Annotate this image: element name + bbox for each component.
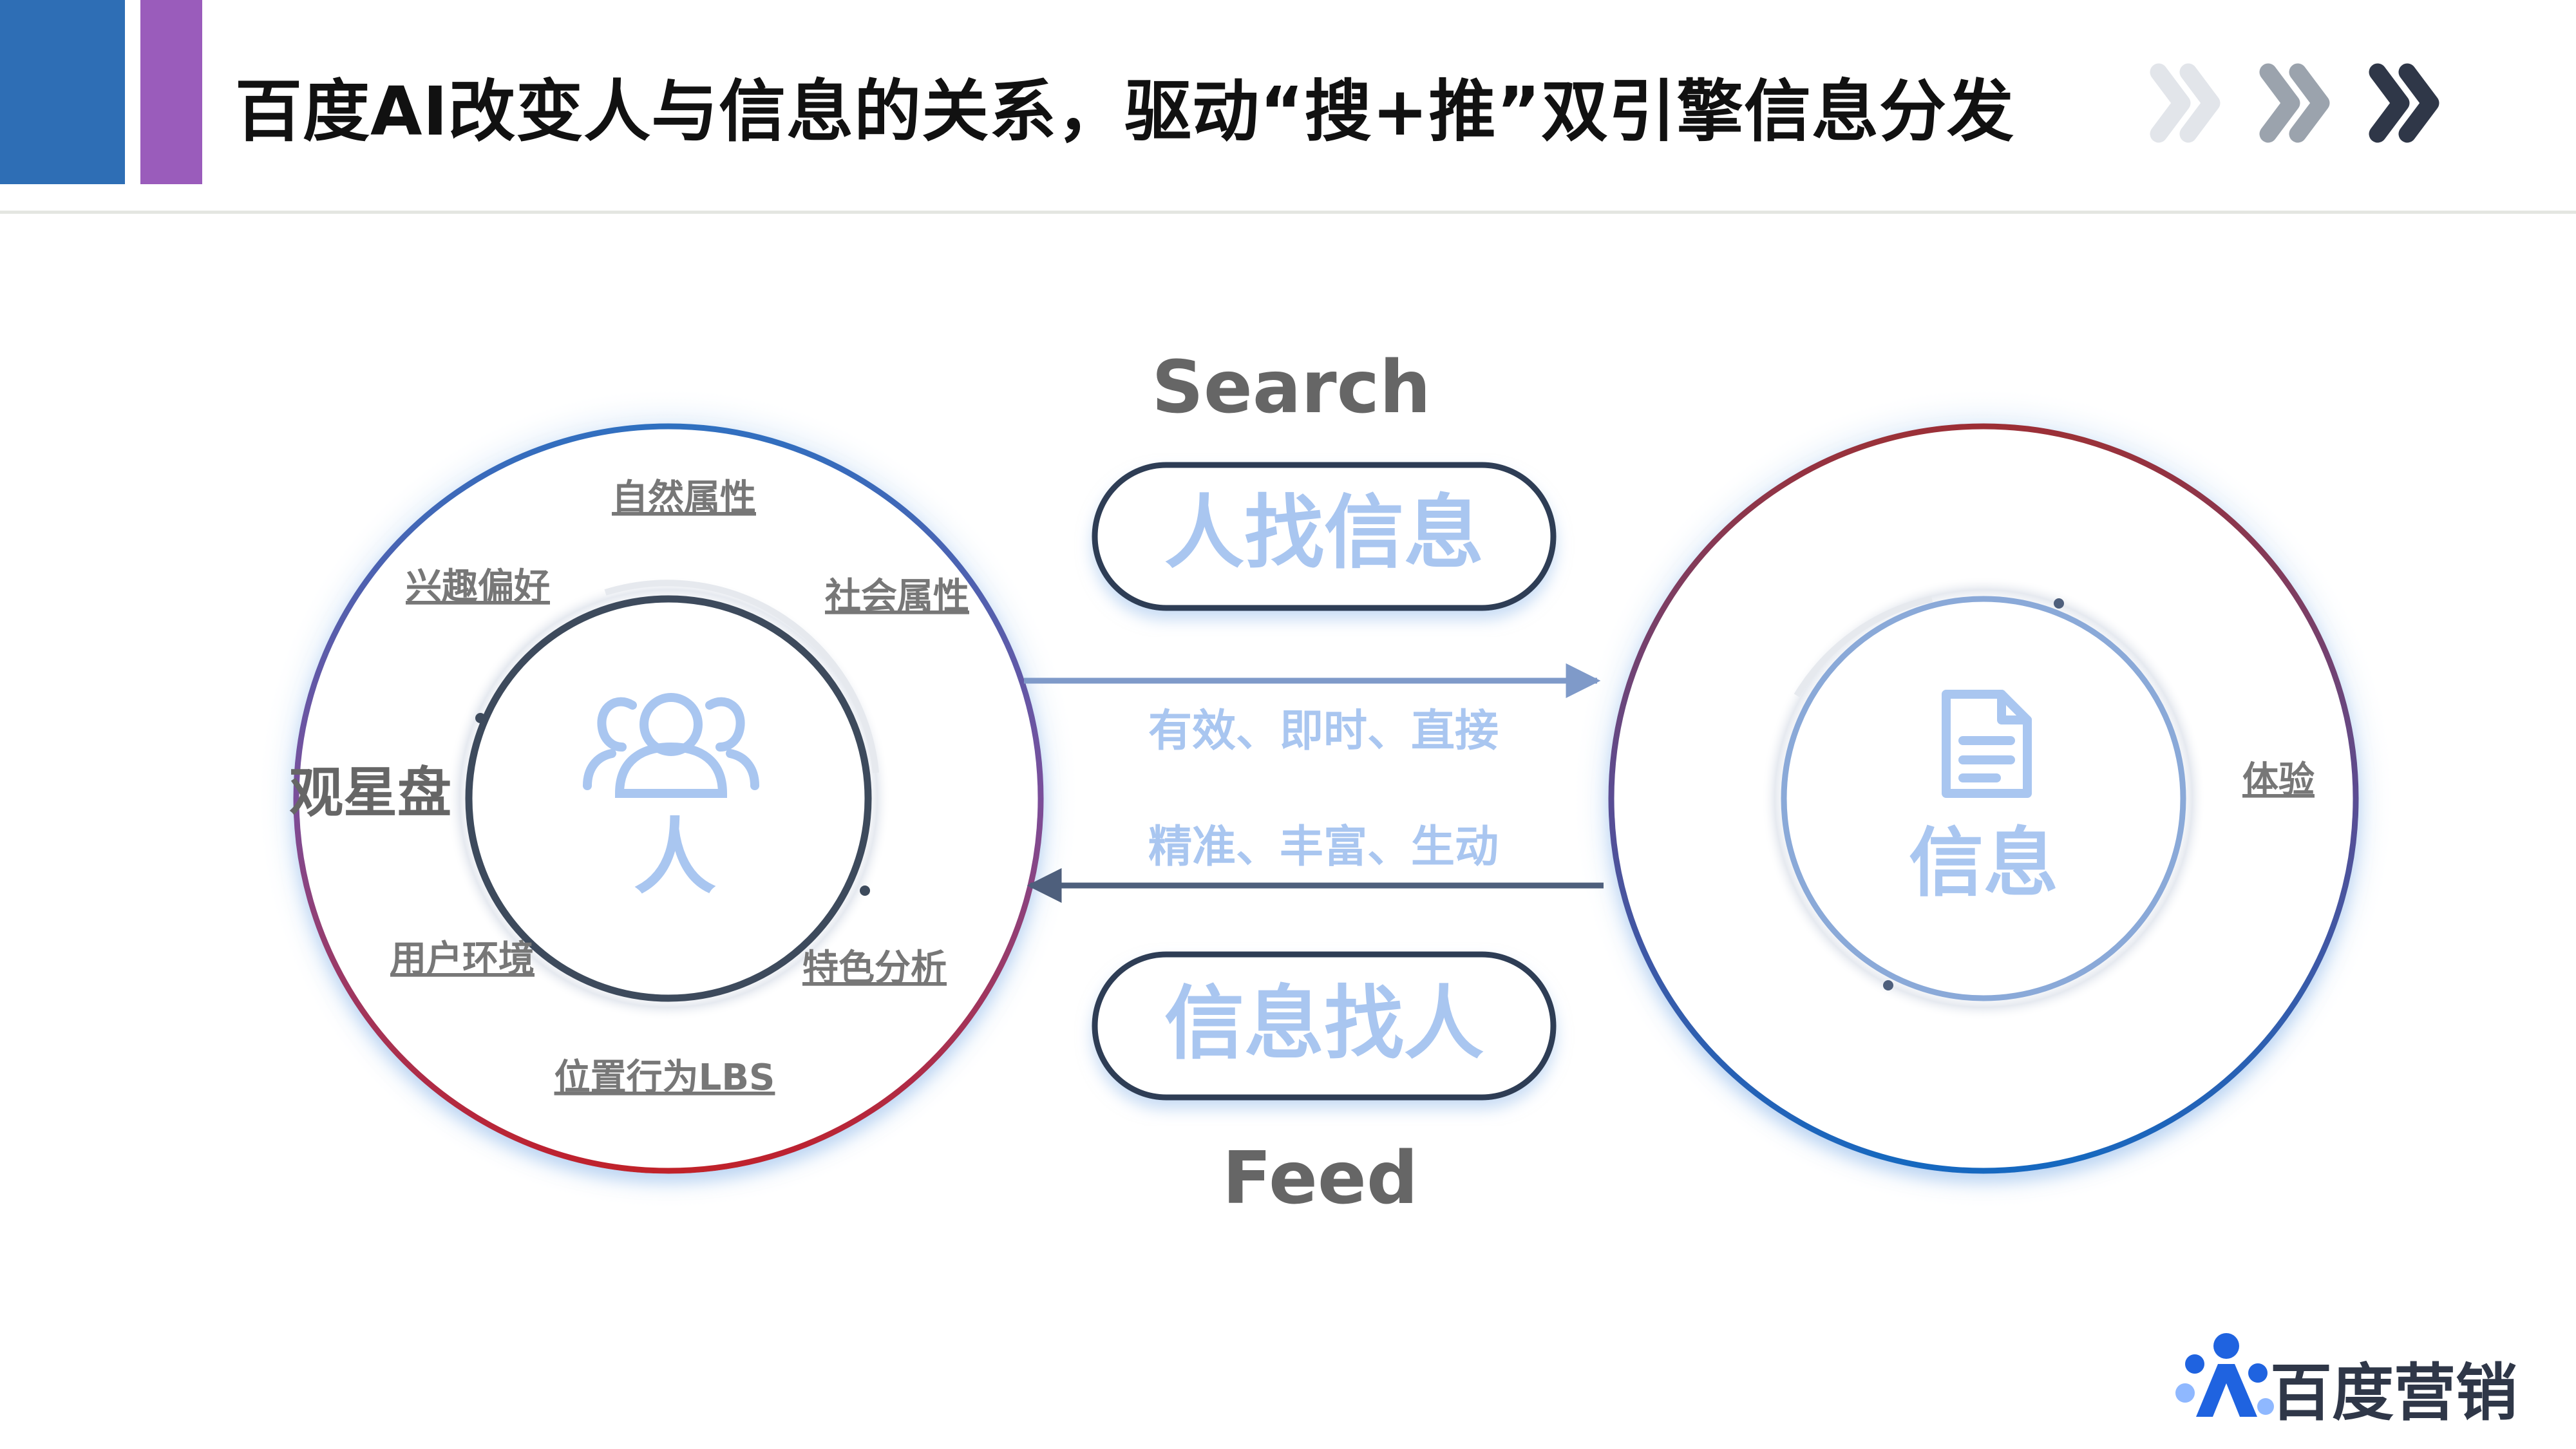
person-node: 人 观星盘 自然属性 兴趣偏好 社会属性 用户环境 特色分析 位置行为LBS	[256, 386, 1081, 1211]
attr-natural-link[interactable]: 自然属性	[612, 477, 756, 519]
person-ring-dot	[860, 886, 870, 896]
slide-title: 百度AI改变人与信息的关系，驱动“搜+推”双引擎信息分发	[235, 72, 2015, 151]
person-center-label: 人	[634, 810, 716, 905]
guanxingpan-label: 观星盘	[289, 761, 451, 824]
footer-brand-text: 百度营销	[2270, 1357, 2517, 1429]
person-ring-dot	[475, 713, 486, 723]
attr-environment-link[interactable]: 用户环境	[390, 938, 535, 980]
caption-bottom: 精准、丰富、生动	[1148, 822, 1499, 873]
caption-top: 有效、即时、直接	[1148, 706, 1499, 757]
people-icon	[583, 693, 759, 798]
attr-social-link[interactable]: 社会属性	[825, 576, 969, 618]
attr-interest-link[interactable]: 兴趣偏好	[406, 566, 550, 608]
search-label: Search	[1151, 346, 1431, 430]
header-divider	[0, 211, 2576, 214]
attr-location-link[interactable]: 位置行为LBS	[554, 1057, 775, 1099]
attr-features-link[interactable]: 特色分析	[802, 947, 947, 989]
feed-label: Feed	[1222, 1137, 1418, 1220]
pill-bottom-label: 信息找人	[1164, 978, 1484, 1070]
header-accent-bar-purple	[140, 0, 202, 184]
header-accent-bar-blue	[0, 0, 125, 184]
person-attributes: 自然属性 兴趣偏好 社会属性 用户环境 特色分析 位置行为LBS	[390, 477, 969, 1099]
pill-top-label: 人找信息	[1164, 487, 1484, 580]
info-inner-ring	[1781, 596, 2186, 1001]
person-inner-ring	[465, 595, 872, 1002]
document-icon	[1942, 690, 2032, 798]
attr-experience-link[interactable]: 体验	[2242, 759, 2315, 801]
person-inner-arc	[604, 580, 879, 773]
info-ring-dot	[2054, 598, 2064, 609]
info-ring-dot	[1883, 980, 1893, 990]
pill-info-finds-person: 信息找人	[1092, 951, 1557, 1101]
info-center-label: 信息	[1909, 820, 2058, 907]
pill-person-finds-info: 人找信息	[1092, 462, 1557, 611]
info-node: 信息 体验	[1571, 386, 2396, 1211]
info-inner-arc	[1794, 596, 1933, 697]
baidu-marketing-logo-icon	[2175, 1333, 2274, 1417]
